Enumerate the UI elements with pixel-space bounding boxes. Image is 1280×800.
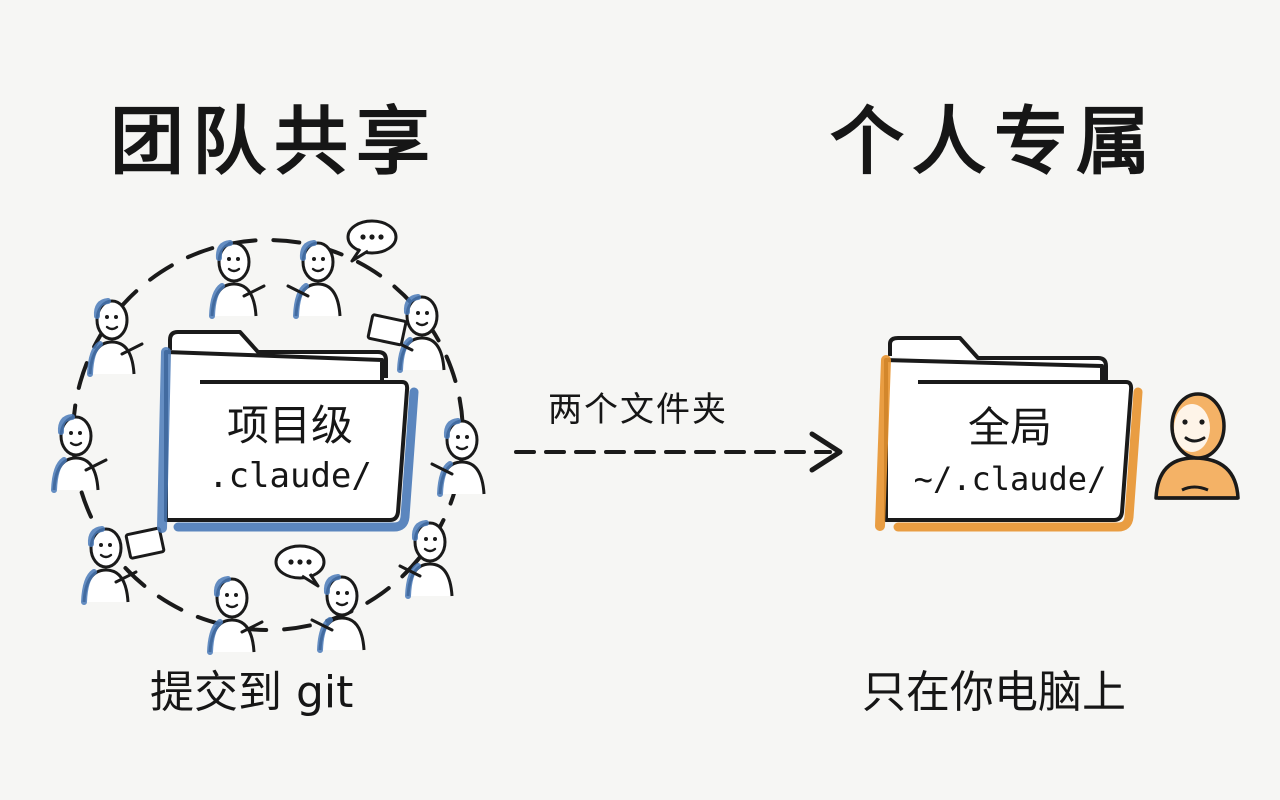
connector-label: 两个文件夹 xyxy=(548,390,728,430)
only-on-your-computer-caption: 只在你电脑上 xyxy=(862,667,1126,718)
dashed-arrow-right-icon xyxy=(514,431,843,473)
person-icon xyxy=(1154,392,1240,500)
personal-heading: 个人专属 xyxy=(830,99,1158,185)
team-shared-heading: 团队共享 xyxy=(110,99,438,185)
speech-bubble-icon xyxy=(274,544,326,588)
team-member-icon xyxy=(430,418,486,497)
team-member-icon xyxy=(398,520,454,599)
global-folder-icon xyxy=(875,336,1143,532)
team-member-icon xyxy=(209,240,266,319)
team-member-icon xyxy=(286,240,342,319)
laptop-icon xyxy=(124,526,166,560)
commit-to-git-caption: 提交到 git xyxy=(150,667,354,718)
project-folder-label: 项目级 xyxy=(226,401,353,450)
speech-bubble-icon xyxy=(346,219,398,263)
global-folder-path: ~/.claude/ xyxy=(913,460,1107,498)
team-member-icon xyxy=(81,526,138,605)
global-folder-label: 全局 xyxy=(967,403,1052,452)
laptop-icon xyxy=(366,313,408,347)
team-member-icon xyxy=(51,414,108,493)
team-circle-figures-icon xyxy=(51,240,486,655)
team-member-icon xyxy=(390,294,446,373)
project-folder-icon xyxy=(157,330,419,533)
team-member-icon xyxy=(207,576,264,655)
project-folder-path: .claude/ xyxy=(208,456,372,496)
team-member-icon xyxy=(87,298,144,377)
team-member-icon xyxy=(310,574,366,653)
